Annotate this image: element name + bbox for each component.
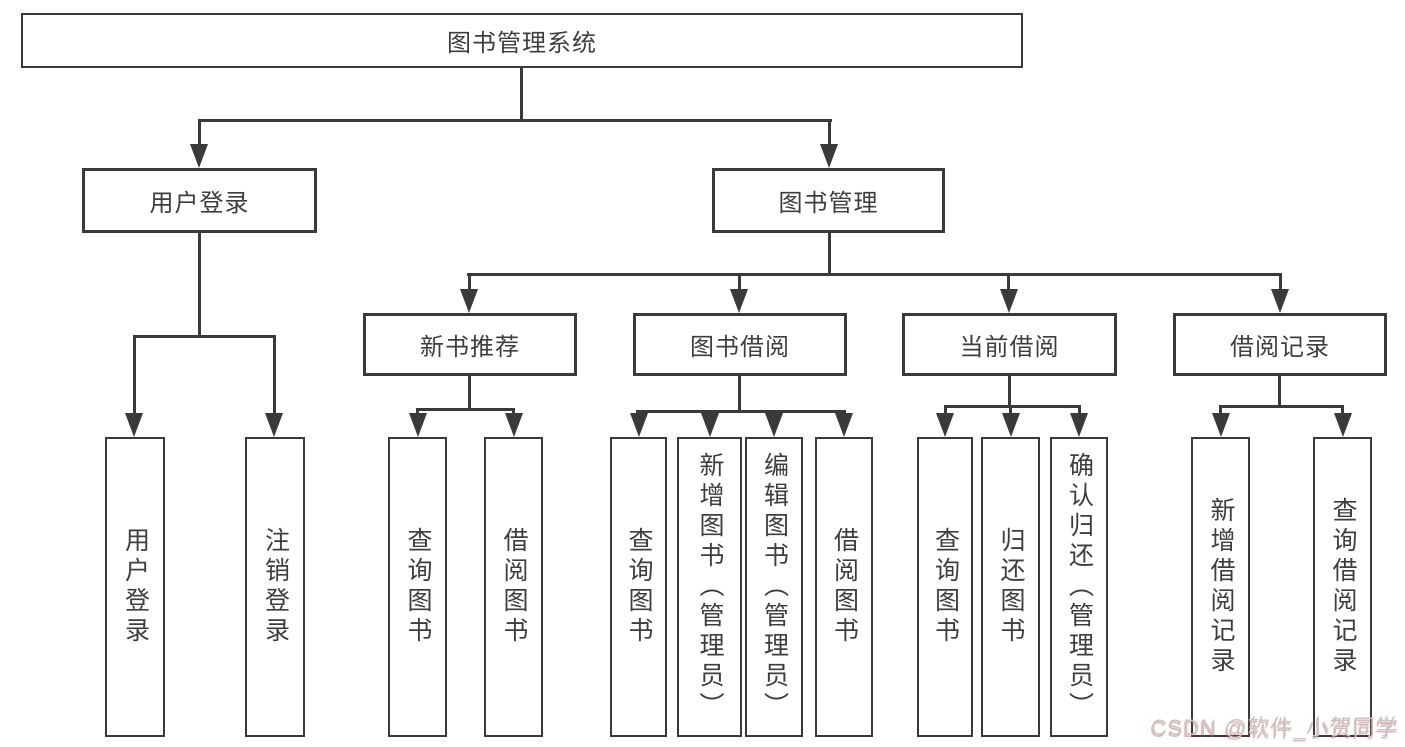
- connector-drop-line: [1279, 273, 1282, 292]
- connector-drop-line: [738, 273, 741, 292]
- leaf-label: 新增图书（管理员）: [696, 452, 724, 722]
- connector-current-borrow-hbar: [944, 405, 1081, 408]
- arrowhead-icon: [765, 413, 783, 437]
- leaf-label: 查询图书: [404, 527, 432, 647]
- arrowhead-icon: [1070, 413, 1088, 437]
- connector-drop-line: [512, 408, 515, 416]
- leaf-edit-books-admin: 编辑图书（管理员）: [745, 437, 803, 737]
- arrowhead-icon: [265, 413, 283, 437]
- node-root-label: 图书管理系统: [447, 30, 597, 57]
- connector-borrow-records-stem: [1278, 376, 1281, 408]
- arrowhead-icon: [936, 413, 954, 437]
- arrowhead-icon: [505, 413, 523, 437]
- connector-drop-line: [828, 119, 831, 147]
- connector-drop-line: [1219, 405, 1222, 416]
- connector-drop-line: [1007, 273, 1010, 292]
- node-book-mgmt-label: 图书管理: [778, 190, 879, 217]
- leaf-borrow-books-2: 借阅图书: [815, 437, 873, 737]
- leaf-label: 借阅图书: [830, 527, 859, 647]
- arrowhead-icon: [460, 289, 478, 313]
- leaf-confirm-return-admin: 确认归还（管理员）: [1050, 437, 1108, 737]
- connector-drop-line: [273, 335, 276, 416]
- leaf-label: 借阅图书: [500, 527, 528, 647]
- leaf-label: 新增借阅记录: [1207, 497, 1235, 677]
- leaf-add-borrow-record: 新增借阅记录: [1191, 437, 1250, 737]
- connector-book-mgmt-hbar: [467, 273, 1282, 276]
- arrowhead-icon: [1271, 289, 1289, 313]
- connector-drop-line: [1009, 405, 1012, 416]
- node-book-mgmt: 图书管理: [712, 168, 945, 233]
- leaf-query-books-2: 查询图书: [610, 437, 667, 737]
- arrowhead-icon: [190, 144, 208, 168]
- arrowhead-icon: [1334, 413, 1352, 437]
- leaf-label: 确认归还（管理员）: [1065, 452, 1094, 722]
- leaf-return-books: 归还图书: [981, 437, 1040, 737]
- csdn-watermark: CSDN @软件_小贺同学: [1150, 715, 1399, 740]
- connector-drop-line: [416, 408, 419, 416]
- node-new-books-label: 新书推荐: [420, 334, 520, 361]
- connector-current-borrow-stem: [1008, 376, 1011, 408]
- leaf-query-borrow-record: 查询借阅记录: [1313, 437, 1372, 737]
- node-current-borrow: 当前借阅: [902, 313, 1117, 376]
- arrowhead-icon: [630, 413, 648, 437]
- node-borrow-records: 借阅记录: [1173, 313, 1387, 376]
- connector-user-login-stem: [198, 232, 201, 338]
- connector-drop-line: [468, 273, 471, 292]
- leaf-query-books-1: 查询图书: [388, 437, 447, 737]
- arrowhead-icon: [1000, 289, 1018, 313]
- leaf-label: 用户登录: [121, 527, 150, 647]
- leaf-label: 查询借阅记录: [1329, 497, 1357, 677]
- node-book-borrow-label: 图书借阅: [690, 334, 790, 361]
- connector-new-books-hbar: [416, 408, 515, 411]
- connector-drop-line: [1341, 405, 1344, 416]
- arrowhead-icon: [1002, 413, 1020, 437]
- arrowhead-icon: [730, 289, 748, 313]
- connector-drop-line: [133, 335, 136, 416]
- node-root: 图书管理系统: [21, 13, 1023, 68]
- leaf-label: 编辑图书（管理员）: [760, 452, 789, 722]
- leaf-logout: 注销登录: [245, 437, 305, 737]
- arrowhead-icon: [701, 413, 719, 437]
- leaf-label: 归还图书: [997, 527, 1025, 647]
- arrowhead-icon: [125, 413, 143, 437]
- leaf-query-books-3: 查询图书: [917, 437, 973, 737]
- leaf-borrow-books-1: 借阅图书: [484, 437, 543, 737]
- node-current-borrow-label: 当前借阅: [959, 334, 1060, 361]
- connector-user-login-hbar: [133, 335, 276, 338]
- leaf-label: 查询图书: [931, 527, 960, 647]
- connector-new-books-stem: [468, 376, 471, 411]
- arrowhead-icon: [409, 413, 427, 437]
- arrowhead-icon: [835, 413, 853, 437]
- connector-borrow-records-hbar: [1219, 405, 1344, 408]
- node-user-login-label: 用户登录: [149, 190, 250, 217]
- connector-drop-line: [944, 405, 947, 416]
- connector-book-mgmt-stem: [828, 231, 831, 276]
- connector-root-hbar: [198, 119, 832, 122]
- connector-drop-line: [198, 119, 201, 147]
- connector-drop-line: [1078, 405, 1081, 416]
- connector-book-borrow-hbar: [636, 410, 845, 413]
- node-borrow-records-label: 借阅记录: [1230, 334, 1330, 361]
- connector-book-borrow-stem: [738, 376, 741, 413]
- connector-root-stem: [520, 68, 523, 122]
- leaf-add-books-admin: 新增图书（管理员）: [677, 437, 742, 737]
- leaf-label: 查询图书: [625, 527, 653, 647]
- leaf-user-login: 用户登录: [105, 437, 165, 737]
- node-user-login: 用户登录: [82, 168, 317, 233]
- arrowhead-icon: [1212, 413, 1230, 437]
- arrowhead-icon: [820, 144, 838, 168]
- leaf-label: 注销登录: [261, 527, 290, 647]
- node-book-borrow: 图书借阅: [633, 313, 847, 376]
- node-new-books: 新书推荐: [363, 313, 577, 376]
